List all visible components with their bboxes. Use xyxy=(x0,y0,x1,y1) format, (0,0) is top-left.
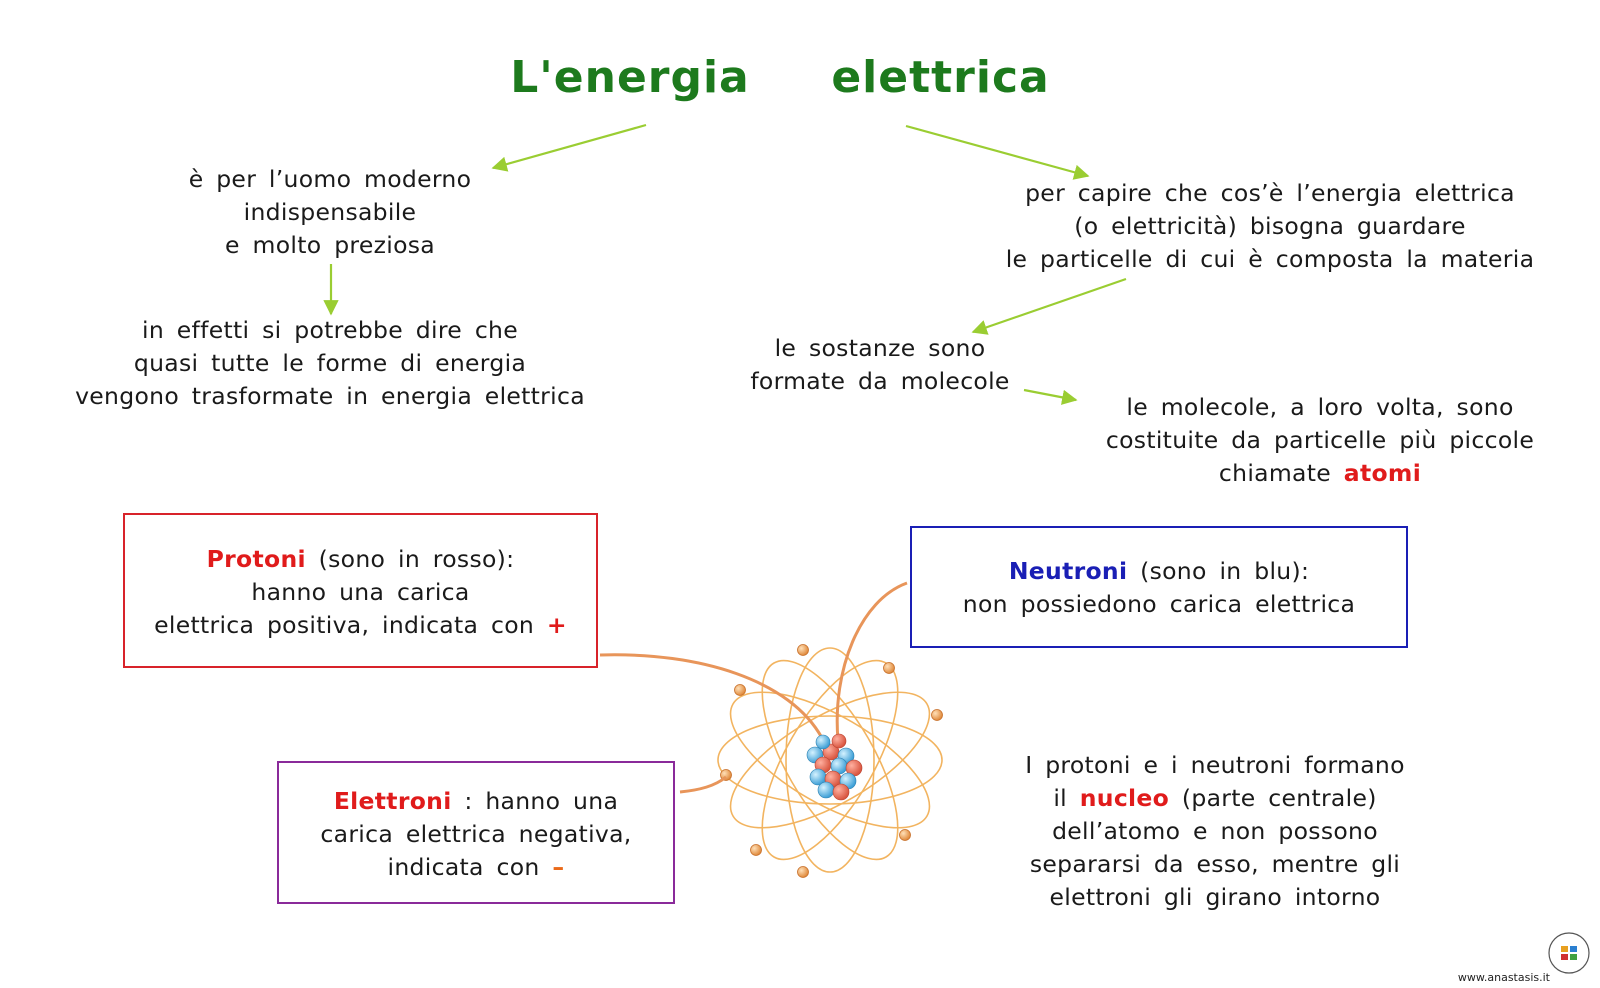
protoni-line-1-rest: (sono in rosso): xyxy=(318,545,515,573)
node-particelle-line-2: (o elettricità) bisogna guardare xyxy=(1074,212,1466,240)
arrow-sostanze-to-molecole xyxy=(1023,388,1078,405)
atomi-prefix: chiamate xyxy=(1218,459,1332,487)
node-atomi-line-3: chiamate atomi xyxy=(1060,457,1580,490)
node-trasformate: in effetti si potrebbe dire che quasi tu… xyxy=(20,314,640,413)
node-sostanze-line-1: le sostanze sono xyxy=(774,334,986,362)
protoni-line-2: hanno una carica xyxy=(251,578,470,606)
elettroni-line-1-rest: : hanno una xyxy=(464,787,619,815)
node-atomi-line-2: costituite da particelle più piccole xyxy=(1105,426,1535,454)
node-particelle-line-3: le particelle di cui è composta la mater… xyxy=(1005,245,1535,273)
protoni-text: Protoni (sono in rosso): hanno una caric… xyxy=(125,543,596,642)
elettroni-term: Elettroni xyxy=(333,787,452,815)
node-atomi-line-1: le molecole, a loro volta, sono xyxy=(1126,393,1514,421)
protoni-line-3-text: elettrica positiva, indicata con xyxy=(154,611,535,639)
elettroni-box: Elettroni : hanno una carica elettrica n… xyxy=(277,761,675,904)
connector-elettroni xyxy=(679,775,727,794)
neutroni-box: Neutroni (sono in blu): non possiedono c… xyxy=(910,526,1408,648)
nucleo-line-1: I protoni e i neutroni formano xyxy=(1025,751,1405,779)
atomi-highlight: atomi xyxy=(1343,459,1422,487)
node-indispensabile-line-1: è per l’uomo moderno xyxy=(188,165,472,193)
node-particelle-line-1: per capire che cos’è l’energia elettrica xyxy=(1025,179,1515,207)
node-indispensabile-line-3: e molto preziosa xyxy=(225,231,435,259)
title-word-2: elettrica xyxy=(831,52,1050,103)
protoni-term: Protoni xyxy=(206,545,306,573)
neutroni-line-2: non possiedono carica elettrica xyxy=(962,590,1356,618)
neutroni-text: Neutroni (sono in blu): non possiedono c… xyxy=(912,555,1406,621)
footer-url: www.anastasis.it xyxy=(1457,971,1550,984)
protoni-line-1: Protoni (sono in rosso): xyxy=(125,543,596,576)
elettroni-text: Elettroni : hanno una carica elettrica n… xyxy=(279,785,673,884)
title-word-1: L'energia xyxy=(510,52,750,103)
minus-symbol: – xyxy=(552,853,565,881)
plus-symbol: + xyxy=(546,611,567,639)
nucleo-line-2: il nucleo (parte centrale) xyxy=(990,782,1440,815)
elettroni-line-1: Elettroni : hanno una xyxy=(279,785,673,818)
neutroni-line-1: Neutroni (sono in blu): xyxy=(912,555,1406,588)
node-trasformate-line-2: quasi tutte le forme di energia xyxy=(133,349,527,377)
node-atomi: le molecole, a loro volta, sono costitui… xyxy=(1060,391,1580,490)
protoni-box: Protoni (sono in rosso): hanno una caric… xyxy=(123,513,598,668)
elettroni-line-2: carica elettrica negativa, xyxy=(320,820,632,848)
node-nucleo: I protoni e i neutroni formano il nucleo… xyxy=(990,749,1440,914)
nucleo-line-4: separarsi da esso, mentre gli xyxy=(1029,850,1401,878)
nucleo-highlight: nucleo xyxy=(1079,784,1170,812)
nucleo-line-2-prefix: il xyxy=(1053,784,1067,812)
elettroni-line-3-text: indicata con xyxy=(387,853,540,881)
nucleus xyxy=(806,733,863,801)
node-indispensabile-line-2: indispensabile xyxy=(243,198,417,226)
arrow-right-to-sostanze xyxy=(971,277,1127,335)
connector-neutroni xyxy=(835,581,908,741)
node-indispensabile: è per l’uomo moderno indispensabile e mo… xyxy=(130,163,530,262)
node-trasformate-line-3: vengono trasformate in energia elettrica xyxy=(75,382,585,410)
nucleo-line-3: dell’atomo e non possono xyxy=(1052,817,1378,845)
node-trasformate-line-1: in effetti si potrebbe dire che xyxy=(142,316,518,344)
nucleo-line-2-suffix: (parte centrale) xyxy=(1181,784,1377,812)
arrow-title-to-left xyxy=(491,123,647,172)
nucleo-line-5: elettroni gli girano intorno xyxy=(1049,883,1381,911)
electrons xyxy=(720,644,943,878)
connector-protoni xyxy=(599,653,824,739)
node-sostanze-line-2: formate da molecole xyxy=(750,367,1010,395)
elettroni-line-3: indicata con – xyxy=(279,851,673,884)
neutroni-term: Neutroni xyxy=(1008,557,1128,585)
page-title: L'energia elettrica xyxy=(0,52,1560,103)
arrow-title-to-right xyxy=(905,124,1090,180)
node-particelle: per capire che cos’è l’energia elettrica… xyxy=(960,177,1580,276)
supermappe-logo-icon xyxy=(1548,932,1590,974)
protoni-line-3: elettrica positiva, indicata con + xyxy=(125,609,596,642)
node-sostanze: le sostanze sono formate da molecole xyxy=(730,332,1030,398)
neutroni-line-1-rest: (sono in blu): xyxy=(1140,557,1310,585)
